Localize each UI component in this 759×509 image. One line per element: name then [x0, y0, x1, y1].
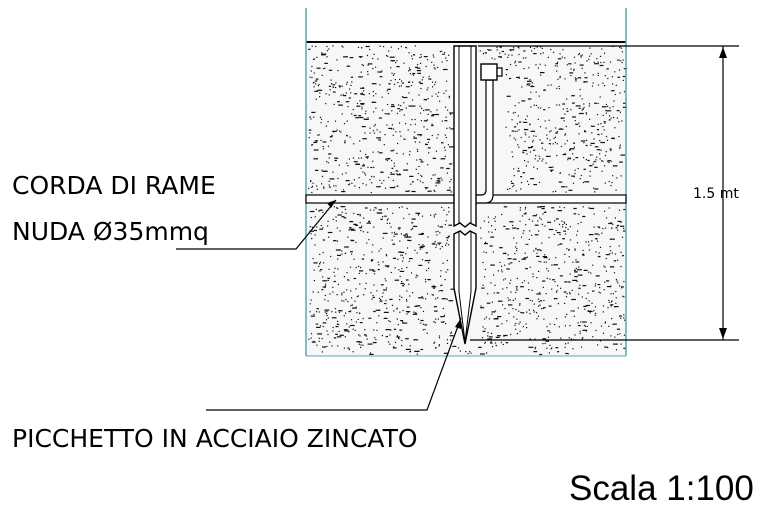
rope-label-line1: CORDA DI RAME	[12, 171, 216, 200]
arrow-up-icon	[719, 47, 727, 58]
stake-leader	[206, 317, 462, 411]
scale-label: Scala 1:100	[569, 469, 754, 508]
depth-dimension: 1.5 mt	[470, 45, 739, 341]
steel-stake	[453, 45, 477, 345]
soil-texture	[308, 45, 628, 356]
stake-label: PICCHETTO IN ACCIAIO ZINCATO	[12, 424, 418, 453]
rope-leader	[176, 199, 337, 250]
dimension-label: 1.5 mt	[693, 186, 739, 202]
rope-clamp	[480, 63, 498, 81]
rope-label-line2: NUDA Ø35mmq	[12, 217, 209, 246]
copper-rope	[305, 63, 627, 204]
arrow-down-icon	[719, 328, 727, 339]
